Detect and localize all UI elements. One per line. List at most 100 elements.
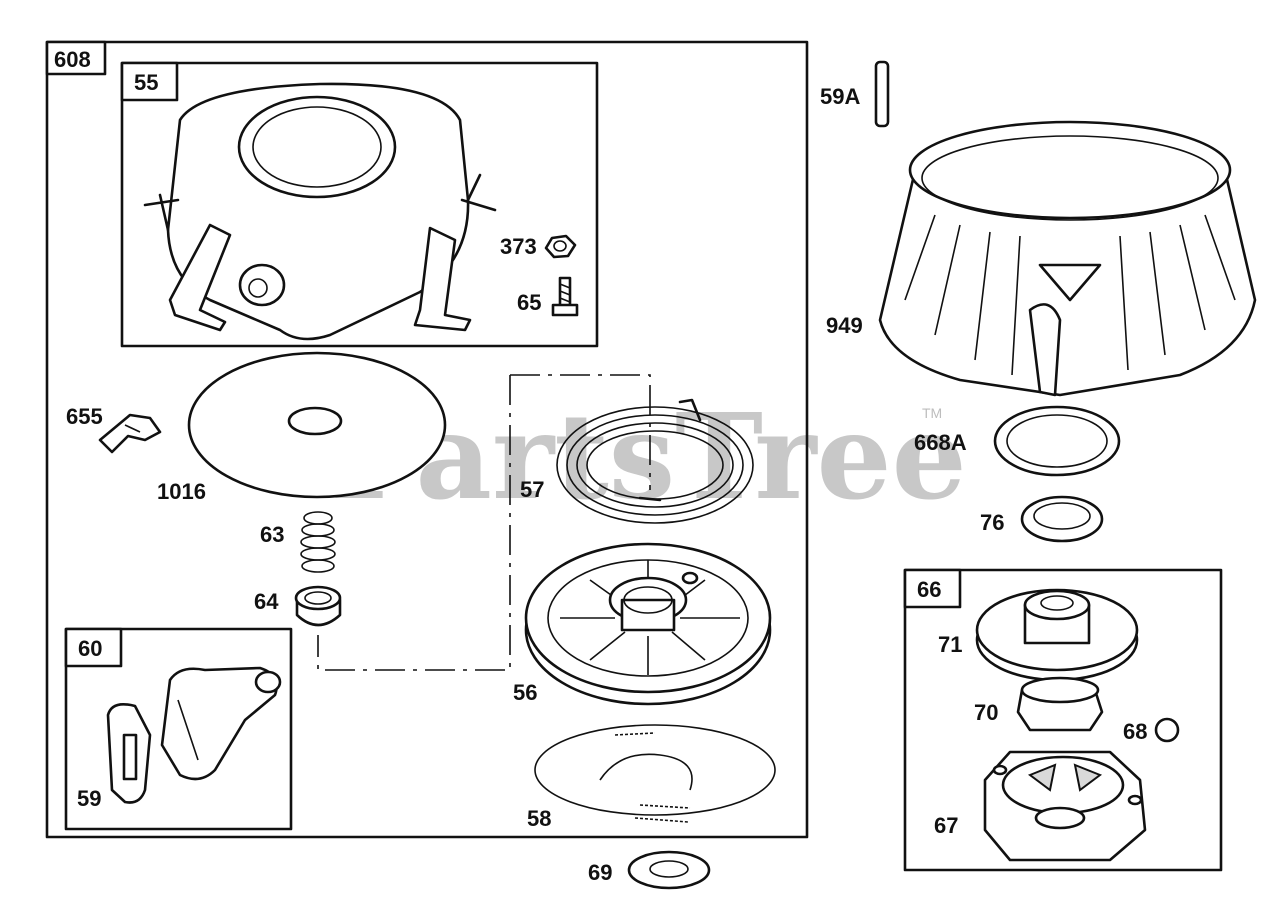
part-label-655: 655 (66, 404, 103, 429)
assembly-60[interactable]: 60 (64, 627, 293, 831)
assembly-60-frame (64, 627, 293, 831)
handle-grip-edge (177, 699, 199, 761)
washer-hole (649, 860, 689, 878)
part-label-70: 70 (974, 700, 998, 725)
part-label-68: 68 (1123, 719, 1147, 744)
housing-flanges (143, 173, 497, 232)
clip-drawing[interactable] (98, 413, 162, 454)
retainer-outer (993, 405, 1121, 477)
clutch-housing-ear-left (992, 764, 1008, 776)
screen-top-rim (908, 120, 1232, 220)
nut-hex (544, 234, 577, 259)
housing-left-foot (168, 223, 232, 332)
clutch-pulley-bore (1040, 595, 1074, 611)
clip-tab (124, 424, 141, 433)
pulley-pin-boss (681, 571, 699, 585)
clip-body (98, 413, 162, 454)
assembly-guide-line (317, 374, 651, 671)
part-label-65: 65 (517, 290, 541, 315)
pulley-drawing[interactable] (524, 542, 772, 706)
housing-boss (238, 263, 286, 307)
part-label-373: 373 (500, 234, 537, 259)
screen-drive-notch (1038, 263, 1102, 302)
recoil-spring-drawing[interactable] (556, 398, 754, 524)
seal-inner (1033, 502, 1091, 530)
clutch-housing-bore (1034, 806, 1086, 830)
screw-head (551, 303, 579, 317)
clutch-housing-ear-right (1127, 794, 1143, 806)
part-label-56: 56 (513, 680, 537, 705)
washer-outer (627, 850, 711, 890)
spring-coil-3 (576, 422, 734, 508)
retainer-ring-drawing[interactable] (993, 405, 1121, 477)
rope-loop-outer (534, 724, 776, 816)
spring-63-coil-5 (301, 559, 335, 573)
spring-coil-1 (556, 406, 754, 524)
assembly-608-label: 608 (54, 47, 91, 72)
seal-drawing[interactable] (1020, 495, 1104, 543)
nut-hole (553, 240, 567, 252)
screw-drawing[interactable] (551, 276, 579, 317)
blower-housing-drawing[interactable] (143, 82, 497, 341)
assembly-66-frame (903, 568, 1223, 872)
part-label-63: 63 (260, 522, 284, 547)
screen-slot (1028, 303, 1062, 397)
screw-threads (559, 283, 571, 303)
screen-ribs (904, 214, 1236, 376)
spring-63-coil-4 (300, 547, 336, 561)
housing-inlet-inner (252, 106, 382, 188)
part-label-59a: 59A (820, 84, 860, 109)
clutch-housing-ramps (1027, 763, 1103, 792)
housing-inlet-ring (237, 95, 397, 199)
assembly-608-frame (45, 40, 809, 839)
assembly-55[interactable]: 55 (120, 61, 599, 348)
part-label-58: 58 (527, 806, 551, 831)
assembly-55-tag (120, 61, 179, 102)
part-label-949: 949 (826, 313, 863, 338)
assembly-55-frame (120, 61, 599, 348)
compression-spring-drawing[interactable] (300, 511, 336, 573)
screen-inner-rim (921, 135, 1219, 221)
seal-outer (1020, 495, 1104, 543)
starter-rope-drawing[interactable] (534, 724, 776, 823)
bushing-hole (304, 591, 332, 605)
handle-insert-slot (122, 733, 138, 781)
rotating-screen-drawing[interactable] (878, 120, 1257, 397)
spring-63-coil-2 (301, 523, 335, 537)
pin-body (874, 60, 890, 128)
washer-plate-hole (287, 406, 343, 436)
part-label-1016: 1016 (157, 479, 206, 504)
nut-drawing[interactable] (544, 234, 577, 259)
clutch-hub-drawing[interactable] (1016, 676, 1104, 732)
assembly-608-tag (45, 40, 107, 76)
housing-boss-hole (248, 278, 268, 298)
assembly-66[interactable]: 66 (903, 568, 1223, 872)
bushing-drawing[interactable] (294, 585, 342, 627)
assembly-608[interactable]: 608 (45, 40, 809, 839)
assembly-66-tag (903, 568, 962, 609)
spring-63-coil-1 (303, 511, 333, 525)
part-label-76: 76 (980, 510, 1004, 535)
rope-windings (614, 732, 691, 823)
part-label-668a: 668A (914, 430, 967, 455)
spring-coil-2 (566, 414, 744, 516)
housing-right-foot (413, 226, 472, 332)
clutch-housing-drawing[interactable] (983, 750, 1147, 862)
part-label-64: 64 (254, 589, 279, 614)
handle-rope-hole (254, 670, 282, 694)
pulley-hub-bore (623, 586, 673, 614)
washer-plate-drawing[interactable] (187, 351, 447, 499)
pin-drawing[interactable] (874, 60, 890, 128)
part-label-59: 59 (77, 786, 101, 811)
part-label-69: 69 (588, 860, 612, 885)
watermark-trademark: TM (922, 405, 942, 421)
starter-handle-drawing[interactable] (106, 666, 282, 804)
clutch-pulley-drawing[interactable] (975, 588, 1139, 682)
clutch-housing-top (1001, 755, 1125, 815)
assembly-66-label: 66 (917, 577, 941, 602)
ball-drawing[interactable] (1154, 717, 1180, 743)
washer-drawing[interactable] (627, 850, 711, 890)
bushing-top (294, 585, 342, 611)
rope-loop-inner (599, 753, 693, 791)
